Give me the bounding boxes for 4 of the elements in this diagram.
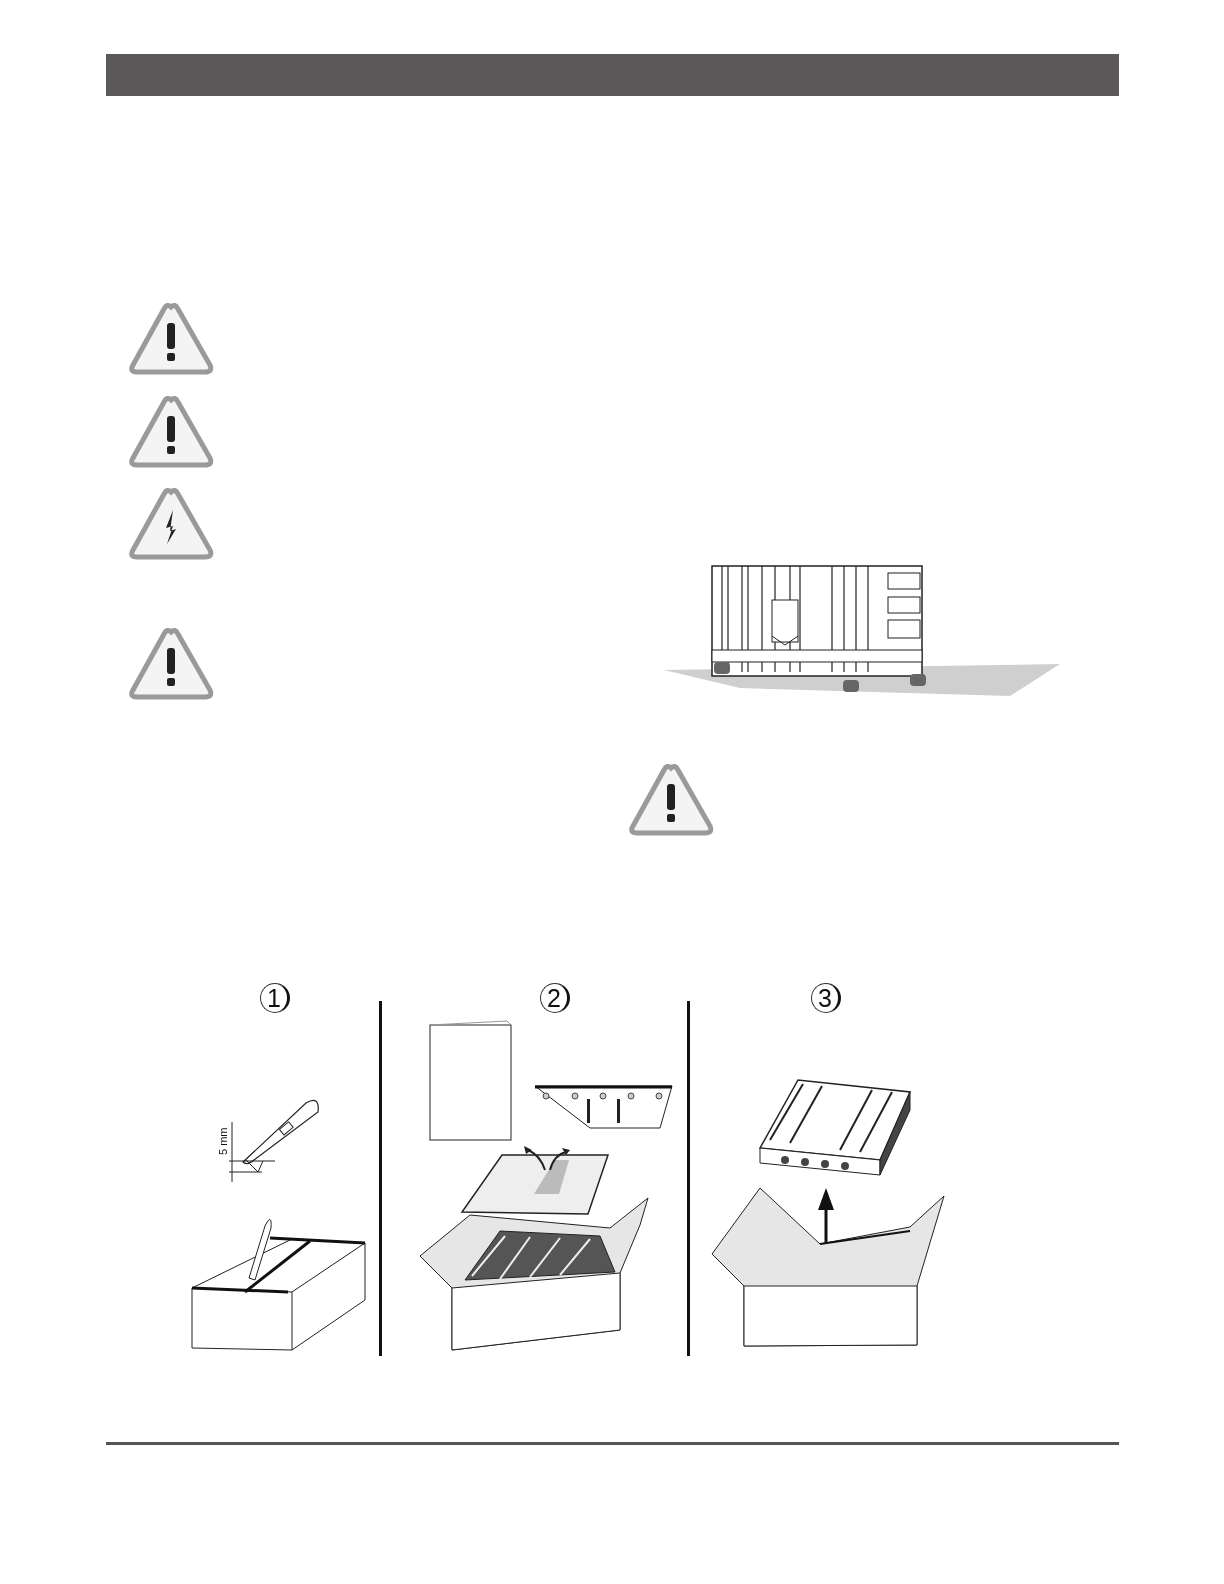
step-number: 1	[260, 983, 290, 1013]
step-number: 3	[811, 983, 841, 1013]
step-number: 2	[540, 983, 570, 1013]
dimension-label: 5 mm	[217, 1127, 229, 1155]
